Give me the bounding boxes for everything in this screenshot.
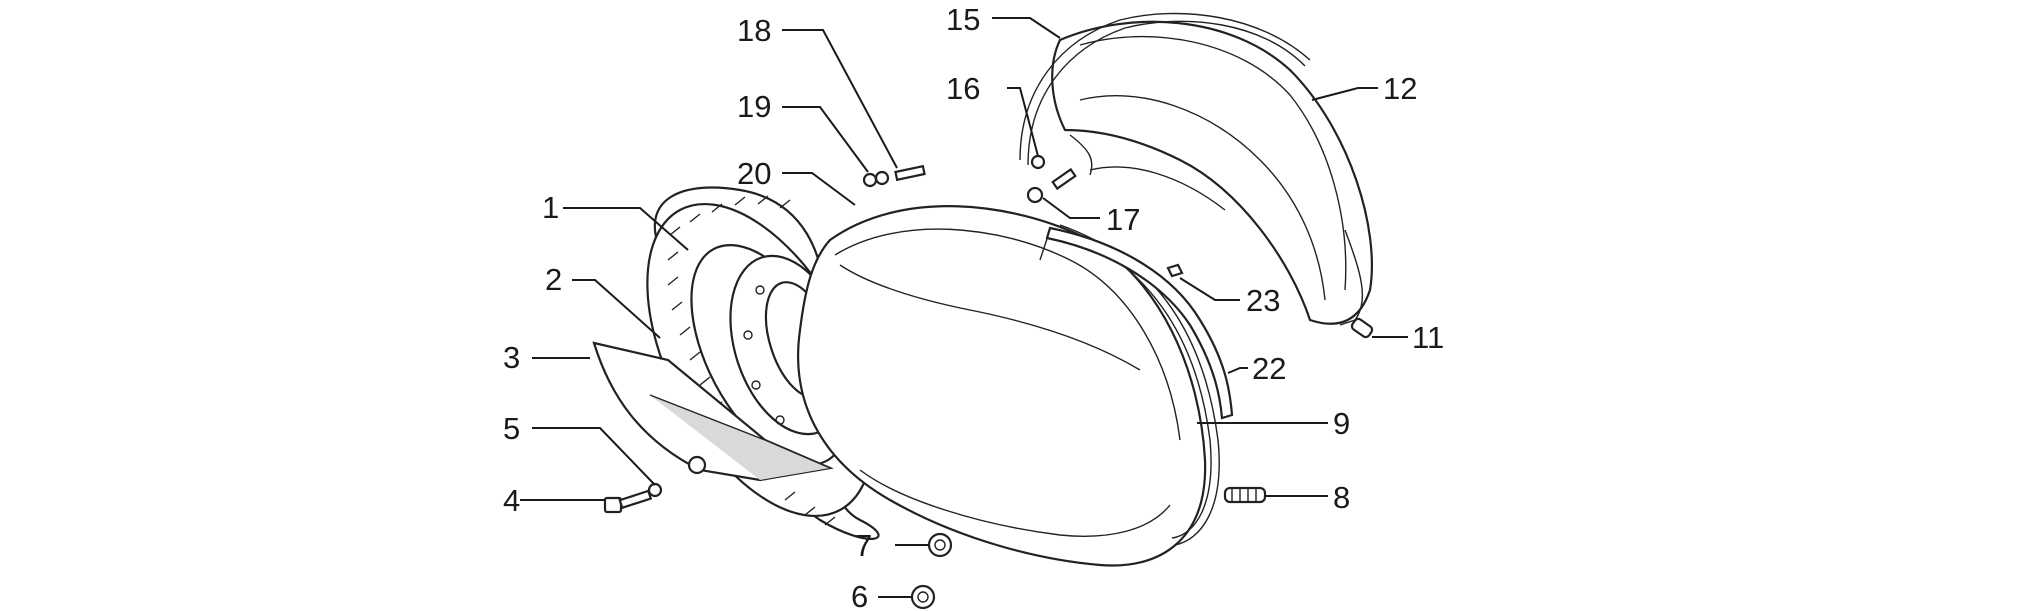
callout-numbers: 1 2 3 5 4 6 7 8 9 11 12 15 16 17 18 19 2…: [503, 2, 1444, 611]
callout-7: 7: [855, 528, 872, 563]
callout-20: 20: [737, 156, 771, 191]
washer-5: [647, 482, 663, 498]
leader-19: [782, 106, 869, 173]
leader-22: [1227, 367, 1248, 374]
leader-5: [532, 427, 656, 486]
callout-18: 18: [737, 13, 771, 48]
callout-11: 11: [1412, 320, 1444, 355]
clip: [1166, 263, 1184, 278]
leader-23: [1179, 277, 1240, 301]
callout-1: 1: [542, 190, 559, 225]
callout-2: 2: [545, 262, 562, 297]
side-cover: [797, 205, 1207, 567]
leader-15: [992, 17, 1061, 39]
bushing-11: [1350, 317, 1374, 339]
splash-guard: [592, 341, 834, 482]
screw-17: [1026, 167, 1077, 204]
callout-15: 15: [946, 2, 980, 37]
leader-20: [782, 172, 856, 206]
callout-3: 3: [503, 340, 520, 375]
nut-6: [910, 584, 936, 610]
leader-12: [1311, 87, 1378, 101]
leader-17: [1042, 197, 1100, 219]
callout-12: 12: [1383, 71, 1417, 106]
callout-4: 4: [503, 483, 520, 518]
callout-16: 16: [946, 71, 980, 106]
callout-8: 8: [1333, 480, 1350, 515]
callout-19: 19: [737, 89, 771, 124]
callout-9: 9: [1333, 406, 1350, 441]
leader-1: [563, 207, 689, 251]
callout-22: 22: [1252, 351, 1286, 386]
callout-17: 17: [1106, 202, 1140, 237]
trim-strip: [1045, 226, 1234, 420]
washer-19: [874, 170, 890, 186]
leader-2: [572, 279, 661, 339]
leader-18: [782, 29, 898, 169]
nut-19: [862, 172, 878, 188]
nut-16: [1030, 154, 1046, 170]
bolt-4: [603, 489, 653, 514]
leader-16: [1007, 87, 1039, 157]
callout-23: 23: [1246, 283, 1280, 318]
spring-clip-8: [1223, 486, 1267, 504]
nut-7: [927, 532, 953, 558]
callout-5: 5: [503, 411, 520, 446]
rear-cover: [1051, 20, 1373, 325]
leader-lines: [520, 17, 1408, 598]
bolt-18: [894, 164, 926, 182]
callout-6: 6: [851, 579, 868, 611]
